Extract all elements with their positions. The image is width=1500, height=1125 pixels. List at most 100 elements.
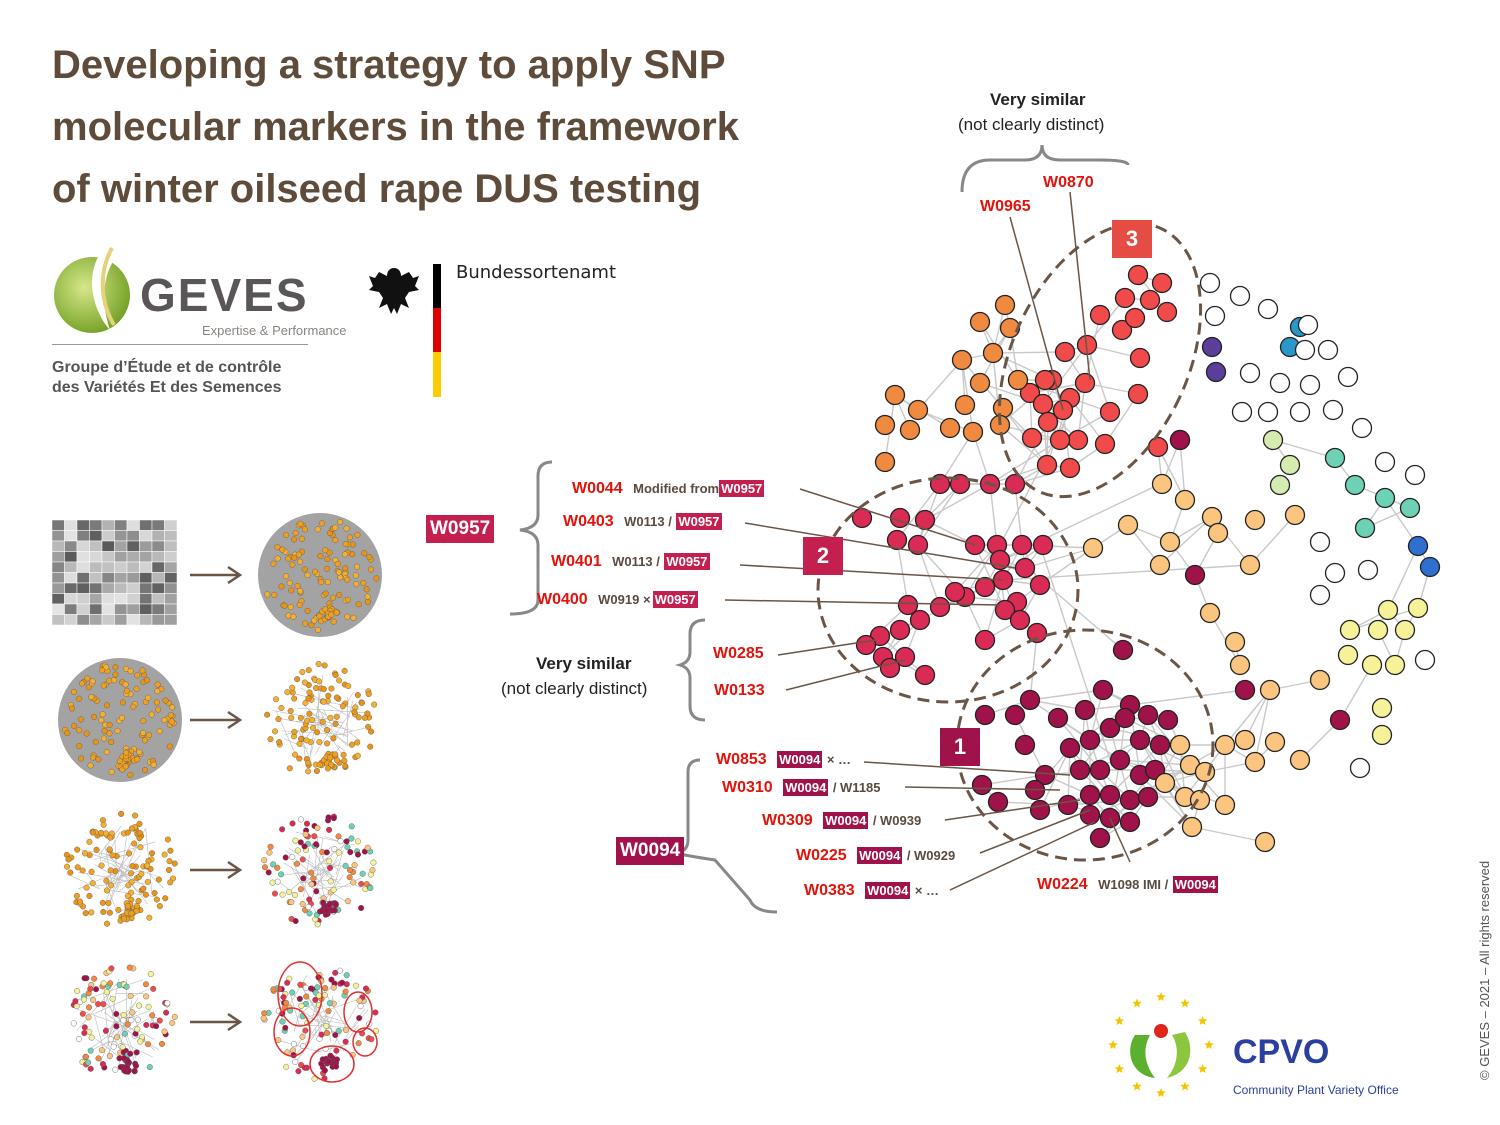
- thumbnail-node: [274, 555, 281, 562]
- thumbnail-node: [328, 761, 335, 768]
- thumbnail-node: [273, 696, 280, 703]
- bsa-name: Bundessortenamt: [456, 262, 616, 283]
- thumbnail-node: [301, 526, 308, 533]
- thumbnail-edge: [104, 845, 113, 888]
- thumbnail-node: [171, 860, 178, 867]
- thumbnail-edge: [342, 700, 354, 737]
- thumbnail-node: [330, 735, 337, 742]
- thumbnail-node: [120, 1012, 127, 1019]
- thumbnail-node: [85, 1059, 92, 1066]
- matrix-cell: [126, 572, 140, 584]
- variety-node: [1059, 737, 1081, 759]
- thumbnail-node: [296, 755, 303, 762]
- network-edge: [917, 359, 963, 411]
- variety-node: [1079, 784, 1101, 806]
- thumbnail-node: [344, 576, 351, 583]
- variety-node: [1067, 429, 1089, 451]
- thumbnail-node: [299, 669, 306, 676]
- thumbnail-node: [343, 525, 350, 532]
- variety-node: [1309, 669, 1331, 691]
- thumbnail-node: [81, 996, 88, 1003]
- thumbnail-node: [108, 768, 115, 775]
- thumbnail-node: [131, 840, 138, 847]
- thumbnail-node: [117, 1064, 124, 1071]
- matrix-cell: [89, 614, 103, 626]
- thumbnail-node: [323, 1022, 330, 1029]
- thumbnail-node: [103, 877, 110, 884]
- thumbnail-node: [109, 852, 116, 859]
- thumbnail-edge: [100, 990, 111, 1013]
- variety-node: [1414, 649, 1436, 671]
- item-id: W0224: [1037, 876, 1088, 893]
- thumbnail-node: [72, 998, 79, 1005]
- variety-node: [1374, 451, 1396, 473]
- item-w0225: W0225 W0094 / W0929: [796, 847, 955, 865]
- variety-node: [1419, 556, 1441, 578]
- leader-line: [744, 522, 1016, 569]
- geves-sub-1: Groupe d’Étude et de contrôle: [52, 359, 282, 376]
- thumbnail-node: [332, 901, 339, 908]
- thumbnail-edge: [288, 847, 314, 865]
- thumbnail-node: [88, 694, 95, 701]
- thumbnail-node: [108, 965, 115, 972]
- thumbnail-node: [83, 730, 90, 737]
- thumbnail-node: [355, 1040, 362, 1047]
- thumbnail-node: [123, 687, 130, 694]
- thumbnail-node: [302, 699, 309, 706]
- thumbnail-node: [127, 668, 134, 675]
- variety-node: [1371, 724, 1393, 746]
- variety-node: [1036, 454, 1058, 476]
- thumbnail-node: [328, 976, 335, 983]
- thumbnail-node: [169, 704, 176, 711]
- thumbnail-edge: [71, 875, 100, 890]
- thumbnail-edge: [302, 997, 362, 1020]
- thumbnail-node: [330, 618, 337, 625]
- network-edge: [1254, 689, 1271, 763]
- variety-node: [1174, 489, 1196, 511]
- thumbnail-node: [283, 1063, 290, 1070]
- variety-node: [907, 399, 929, 421]
- thumbnail-edge: [317, 709, 361, 741]
- matrix-cell: [76, 561, 90, 573]
- variety-node: [1037, 411, 1059, 433]
- variety-node: [992, 397, 1014, 419]
- variety-node: [1127, 383, 1149, 405]
- thumbnail-node: [112, 1066, 119, 1073]
- thumbnail-node: [82, 910, 89, 917]
- thumbnail-node: [312, 996, 319, 1003]
- variety-node: [1099, 784, 1121, 806]
- label-w0870: W0870: [1043, 174, 1094, 191]
- cpvo-star: [1156, 1088, 1166, 1097]
- matrix-cell: [101, 551, 115, 563]
- thumbnail-node: [86, 892, 93, 899]
- top-similar-bold: Very similar: [990, 90, 1086, 109]
- matrix-cell: [101, 572, 115, 584]
- thumbnail-edge: [98, 825, 122, 856]
- variety-node: [914, 664, 936, 686]
- title-line-3: of winter oilseed rape DUS testing: [52, 167, 702, 211]
- thumbnail-node: [368, 728, 375, 735]
- thumbnail-node: [280, 994, 287, 1001]
- thumbnail-node: [324, 727, 331, 734]
- thumbnail-node: [100, 682, 107, 689]
- thumbnail-node: [311, 833, 318, 840]
- thumbnail-node: [106, 846, 113, 853]
- variety-node: [1344, 474, 1366, 496]
- matrix-cell: [151, 593, 165, 605]
- thumbnail-node: [335, 849, 342, 856]
- item-id: W0044: [572, 480, 623, 497]
- thumbnail-node: [369, 867, 376, 874]
- thumbnail-node: [154, 681, 161, 688]
- thumbnail-node: [146, 1064, 153, 1071]
- variety-node: [907, 534, 929, 556]
- thumbnail-node: [126, 964, 133, 971]
- thumbnail-node: [134, 1016, 141, 1023]
- thumbnail-node: [113, 1010, 120, 1017]
- thumbnail-node: [325, 692, 332, 699]
- matrix-cell: [139, 519, 153, 531]
- thumbnail-node: [305, 667, 312, 674]
- thumbnail-node: [70, 1020, 77, 1027]
- variety-node: [874, 451, 896, 473]
- item-ref: W0957: [676, 513, 722, 530]
- thumbnail-edge: [108, 1020, 115, 1037]
